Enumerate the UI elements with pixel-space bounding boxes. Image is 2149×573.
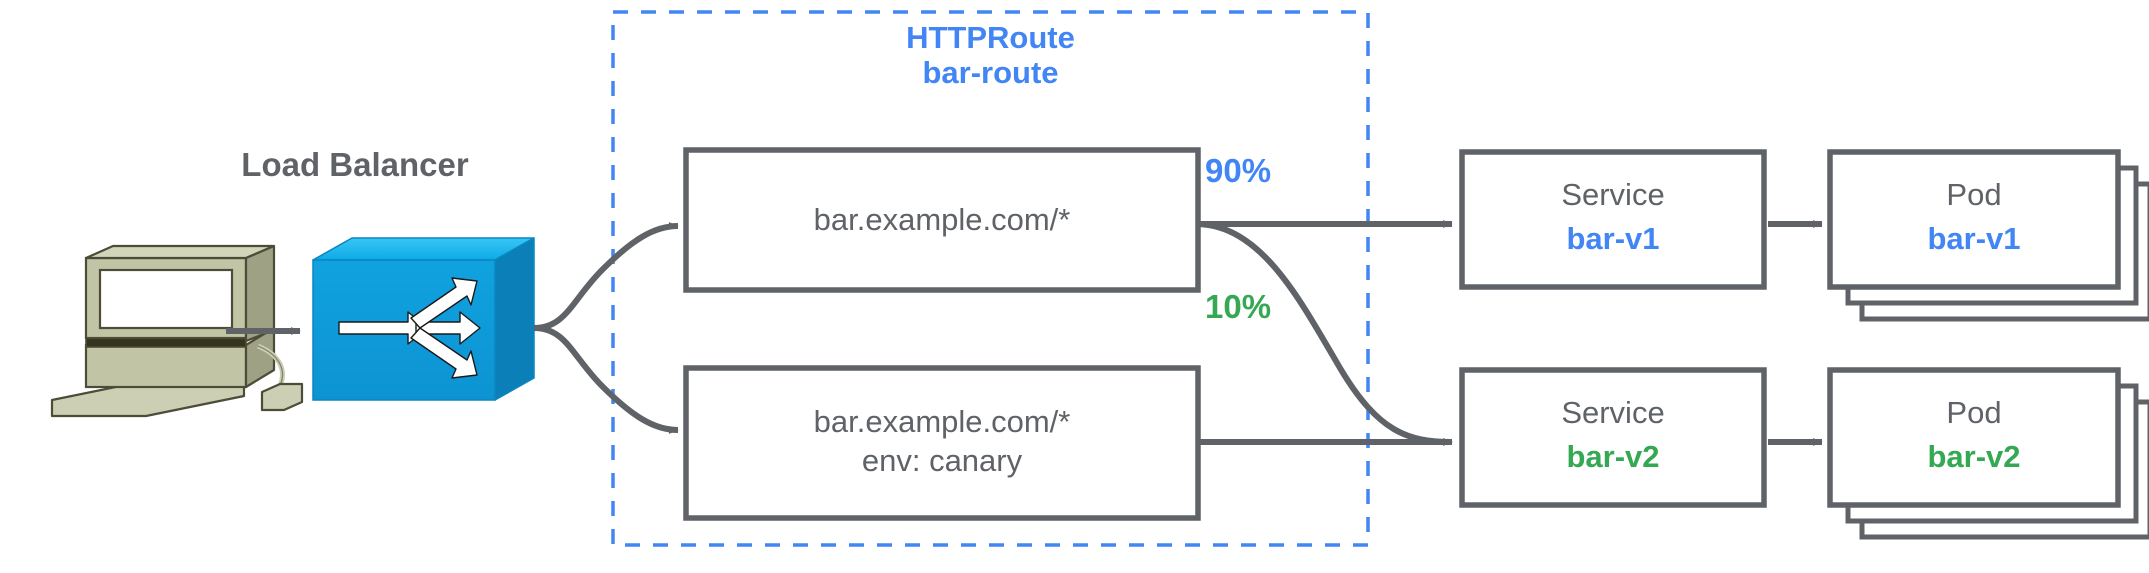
load-balancer-switch-icon (312, 237, 535, 401)
pod-stack-v2 (1827, 367, 2149, 540)
service-box-v1 (1459, 149, 1767, 290)
pod-box-v1 (1827, 149, 2121, 290)
rule-box-canary (683, 365, 1201, 521)
httproute-boundary (611, 10, 1370, 547)
edge-lb-to-rule-canary (533, 325, 679, 434)
pod-box-v2 (1827, 367, 2121, 508)
edge-weight-10 (1197, 221, 1453, 446)
desktop-computer-icon (50, 244, 304, 418)
rule-box-primary (683, 147, 1201, 293)
pod-stack-v1 (1827, 149, 2149, 322)
edge-lb-to-rule-primary (533, 222, 679, 331)
service-box-v2 (1459, 367, 1767, 508)
